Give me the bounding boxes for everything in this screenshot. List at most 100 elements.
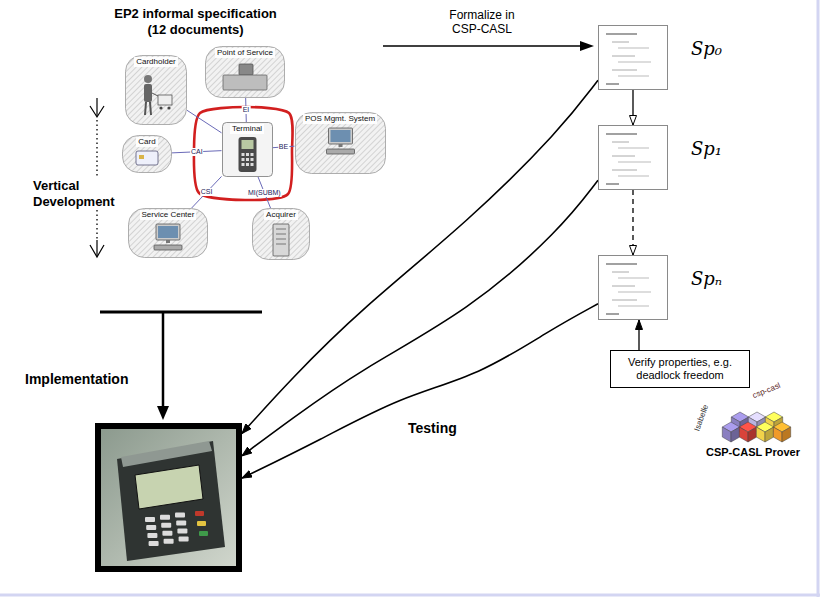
spec-name: Sp₀ <box>691 38 722 60</box>
actor-cloud: Cardholder <box>125 55 187 125</box>
label-holder: EP2 informal specification (12 documents… <box>108 6 283 38</box>
device-key <box>149 541 159 546</box>
logo-cube <box>748 427 757 442</box>
keyboard-icon <box>154 245 182 250</box>
person-icon <box>144 75 152 83</box>
interface-label: EI <box>242 106 251 114</box>
terminal-key <box>250 153 253 156</box>
device-key <box>160 515 170 520</box>
device-key <box>199 531 208 536</box>
spec-line <box>618 306 649 307</box>
logo-cube <box>756 427 765 442</box>
interface-label: MI(SUBM) <box>247 189 282 197</box>
spec-line <box>612 272 629 273</box>
spec-line <box>618 76 649 77</box>
testing-arrow <box>242 80 598 433</box>
cart-icon <box>167 106 170 109</box>
device-photo: Implementation <box>95 423 242 572</box>
device-screen <box>135 465 203 509</box>
cloud-outline <box>206 47 285 98</box>
device-key <box>179 537 189 542</box>
edge-label-holder: MI(SUBM) <box>247 189 282 197</box>
monitor-screen <box>330 130 350 142</box>
cloud-outline <box>253 209 310 260</box>
spec-document: Sp₁ <box>598 125 668 190</box>
spec-line <box>606 133 637 135</box>
arrowhead <box>157 406 169 420</box>
spec-line <box>618 292 651 293</box>
node-label: Card <box>136 137 157 147</box>
spec-line <box>618 62 651 63</box>
label-holder: Isabelle <box>688 413 716 423</box>
spec-line <box>612 156 635 157</box>
actor-cloud: Acquirer <box>252 208 310 260</box>
refinement-arrow <box>632 190 633 255</box>
spec-line <box>606 313 619 315</box>
vertical-arrow <box>96 98 97 116</box>
terminal-outline <box>222 123 272 177</box>
node-label: Point of Service <box>215 48 275 58</box>
device-key <box>164 539 174 544</box>
device-key <box>161 523 171 528</box>
node-label: Acquirer <box>264 210 298 220</box>
implementation-bar <box>100 311 262 314</box>
device-key <box>195 511 204 516</box>
server-slot <box>276 239 286 240</box>
interface-label: CAI <box>190 148 204 156</box>
vertical-arrow <box>96 240 97 256</box>
node-label: Implementation <box>25 371 128 387</box>
person-icon <box>144 84 152 102</box>
spec-document: Spₙ <box>598 255 668 320</box>
logo-cube <box>782 427 791 442</box>
register-icon <box>239 64 253 75</box>
actor-cloud: POS Mgmt. System <box>295 112 386 174</box>
terminal-key <box>241 158 244 161</box>
actor-cloud: Service Center <box>128 208 208 258</box>
device-body <box>117 441 225 561</box>
monitor-icon <box>156 224 180 240</box>
spec-line <box>612 142 629 143</box>
spec-name: Sp₁ <box>691 138 722 160</box>
device-key <box>177 529 187 534</box>
terminal-key <box>250 163 253 166</box>
device-key <box>176 521 186 526</box>
server-slot <box>276 244 286 245</box>
node-shape <box>599 256 669 321</box>
node-label: Cardholder <box>134 57 178 67</box>
person-icon <box>150 102 151 115</box>
terminal-screen <box>241 140 253 149</box>
node-label: POS Mgmt. System <box>303 114 377 124</box>
cloud-outline <box>295 113 385 174</box>
cloud-outline <box>129 209 208 258</box>
arrowhead <box>90 106 104 117</box>
label-holder: Vertical Development <box>33 178 123 210</box>
spec-line <box>612 56 635 57</box>
cloud-outline <box>126 56 187 125</box>
device-key <box>197 521 206 526</box>
spec-line <box>618 176 649 177</box>
interface-line <box>192 176 222 208</box>
logo-caption: CSP-CASL Prover <box>706 446 800 459</box>
server-icon <box>273 224 289 256</box>
cart-icon <box>159 106 162 109</box>
monitor-screen <box>158 226 178 238</box>
implementation-arrow <box>162 312 165 408</box>
spec-line <box>612 42 629 43</box>
server-slot <box>276 229 286 230</box>
node-label: Terminal <box>230 124 264 134</box>
testing-arrow <box>242 180 598 456</box>
logo-cube <box>722 427 731 442</box>
spec-document: Sp₀ <box>598 25 668 90</box>
axis-label: Vertical Development <box>33 178 123 210</box>
node-label: Service Center <box>140 210 197 220</box>
section-heading: EP2 informal specification (12 documents… <box>108 6 283 38</box>
page-frame <box>0 594 820 597</box>
arrowhead <box>90 245 104 257</box>
device-key <box>146 525 156 530</box>
card-icon <box>136 151 158 165</box>
refinement-arrow <box>632 90 633 125</box>
interface-line <box>187 110 222 133</box>
terminal-key <box>246 158 249 161</box>
spec-line <box>606 183 619 185</box>
